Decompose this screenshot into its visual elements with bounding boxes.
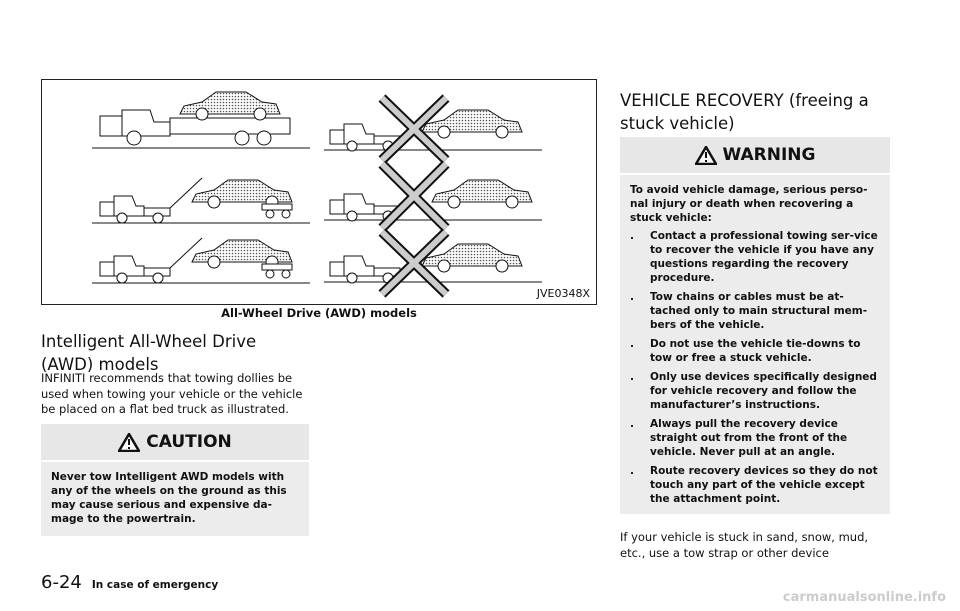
prohibited-tow-2 [324,160,542,232]
warning-header: WARNING [620,137,890,175]
warning-triangle-icon [118,432,141,452]
flatbed-truck [92,91,310,149]
prohibited-tow-3 [324,228,542,298]
awd-intro-text: INFINITI recommends that towing dollies … [41,371,303,416]
warning-box: WARNING To avoid vehicle damage, serious… [620,137,890,514]
tow-dolly-truck-2 [92,237,310,284]
warning-intro: To avoid vehicle damage, serious perso-n… [630,184,868,224]
caution-text: Never tow Intelligent AWD models with an… [51,471,287,525]
caution-title: CAUTION [146,432,232,452]
watermark: carmanualsonline.info [782,590,946,605]
page-number: 6-24 [41,572,82,593]
list-item: .Route recovery devices so they do not t… [630,465,878,505]
recovery-text: If your vehicle is stuck in sand, snow, … [620,530,869,560]
list-item: .Tow chains or cables must be at-tached … [630,291,868,331]
caution-box: CAUTION Never tow Intelligent AWD models… [41,424,309,536]
page-footer: 6-24 In case of emergency [41,572,218,593]
tow-dolly-truck [92,177,310,224]
warning-title: WARNING [722,145,816,165]
towing-illustration: JVE0348X [41,79,597,305]
recovery-heading: VEHICLE RECOVERY (freeing a stuck vehicl… [620,91,869,133]
awd-heading: Intelligent All-Wheel Drive (AWD) models [41,332,257,374]
warning-triangle-icon [694,145,717,165]
towing-diagram [92,91,542,298]
caution-header: CAUTION [41,424,309,462]
list-item: .Do not use the vehicle tie-downs to tow… [630,338,861,364]
figure-id: JVE0348X [536,287,590,300]
warning-body: To avoid vehicle damage, serious perso-n… [620,175,890,521]
section-title: In case of emergency [91,579,219,591]
figure-caption: All-Wheel Drive (AWD) models [221,306,417,320]
list-item: .Contact a professional towing ser-vice … [630,230,878,284]
list-item: .Only use devices specifically designed … [630,371,877,411]
warning-list: .Contact a professional towing ser-vice … [630,229,880,506]
prohibited-tow-1 [324,94,542,164]
list-item: .Always pull the recovery device straigh… [630,418,848,458]
